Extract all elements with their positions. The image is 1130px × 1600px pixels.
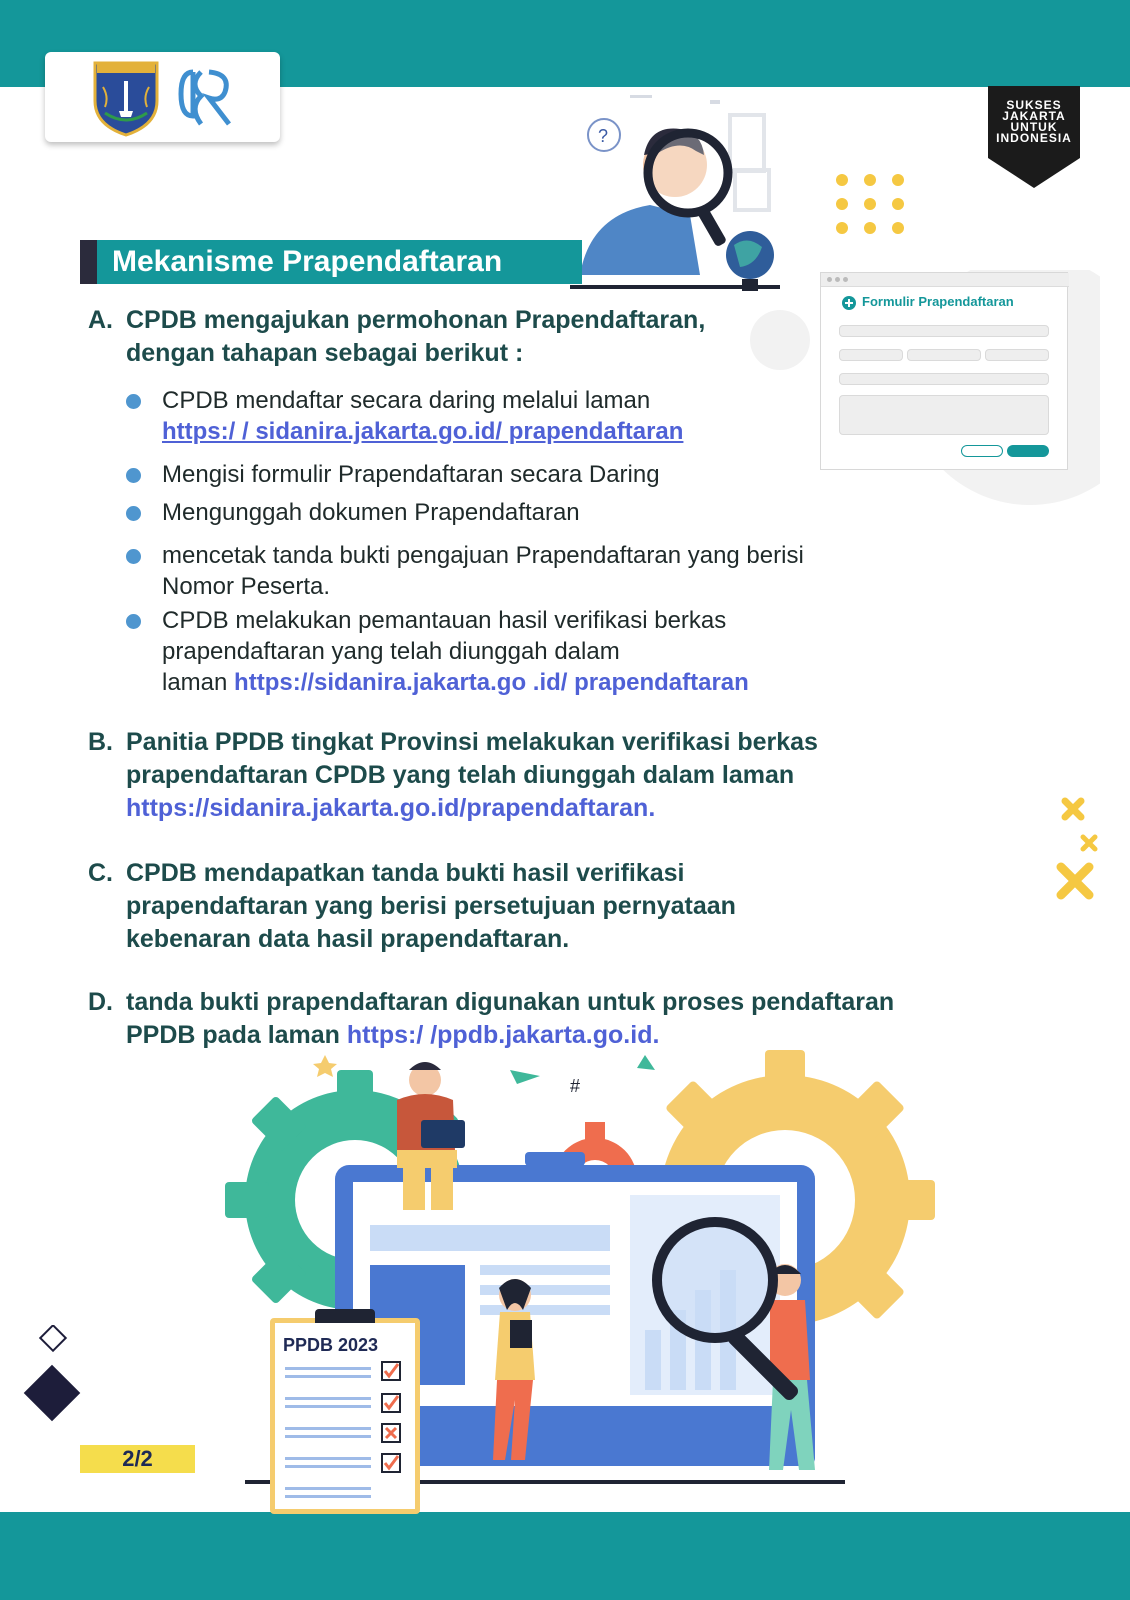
section-c-letter: C. [88, 859, 113, 887]
section-d-line1: tanda bukti prapendaftaran digunakan unt… [126, 988, 895, 1016]
section-b: B. Panitia PPDB tingkat Provinsi melakuk… [88, 726, 988, 826]
checkbox-checked-icon [381, 1453, 401, 1473]
section-b-link[interactable]: https://sidanira.jakarta.go.id/prapendaf… [126, 794, 656, 822]
section-d-letter: D. [88, 988, 113, 1016]
section-c: C. CPDB mendapatkan tanda bukti hasil ve… [88, 857, 988, 957]
checkbox-cross-icon [381, 1423, 401, 1443]
form-mockup-title: Formulir Prapendaftaran [862, 294, 1014, 309]
bullet-5-line3-prefix: laman [162, 669, 235, 696]
bullet-2-text: Mengisi formulir Prapendaftaran secara D… [162, 461, 660, 488]
bullet-icon [126, 549, 141, 564]
sidanira-link[interactable]: https://sidanira.jakarta.go .id/ prapend… [234, 669, 749, 696]
section-b-letter: B. [88, 728, 113, 756]
cross-decoration-icon [1056, 797, 1098, 900]
dinas-pendidikan-logo-icon [178, 69, 231, 126]
svg-text:?: ? [598, 126, 608, 146]
section-c-line2: prapendaftaran yang berisi persetujuan p… [126, 892, 736, 920]
section-a-letter: A. [88, 306, 113, 334]
jakarta-crest-icon [93, 61, 159, 137]
bullet-item: Mengisi formulir Prapendaftaran secara D… [126, 459, 826, 491]
section-c-line3: kebenaran data hasil prapendaftaran. [126, 925, 570, 953]
bullet-1-text: CPDB mendaftar secara daring melalui lam… [162, 387, 651, 414]
ppdb-link[interactable]: https:/ /ppdb.jakarta.go.id. [346, 1021, 660, 1049]
page-number: 2/2 [80, 1445, 195, 1473]
section-c-line1: CPDB mendapatkan tanda bukti hasil verif… [126, 859, 685, 887]
bullet-item: Mengunggah dokumen Prapendaftaran [126, 497, 826, 529]
checkbox-checked-icon [381, 1393, 401, 1413]
bullet-4-line1: mencetak tanda bukti pengajuan Prapendaf… [162, 542, 804, 569]
bullet-3-text: Mengunggah dokumen Prapendaftaran [162, 499, 580, 526]
section-a: A. CPDB mengajukan permohonan Prapendaft… [88, 304, 848, 374]
slogan-badge-icon [988, 86, 1080, 188]
diamond-decoration-icon [23, 1325, 81, 1422]
bullet-item: CPDB mendaftar secara daring melalui lam… [126, 385, 826, 449]
section-a-line1: CPDB mengajukan permohonan Prapendaftara… [126, 306, 706, 334]
section-d: D. tanda bukti prapendaftaran digunakan … [88, 986, 1098, 1056]
bullet-icon [126, 394, 141, 409]
section-b-line1: Panitia PPDB tingkat Provinsi melakukan … [126, 728, 818, 756]
section-d-line2-prefix: PPDB pada laman [126, 1021, 347, 1049]
bullet-icon [126, 468, 141, 483]
bottom-band [0, 1512, 1130, 1600]
plus-circle-icon [842, 296, 856, 310]
form-mockup [820, 272, 1069, 470]
slogan-badge-text: SUKSES JAKARTA UNTUK INDONESIA [996, 98, 1072, 145]
ppdb-team-illustration: # [225, 1050, 935, 1484]
researcher-illustration: ? [570, 95, 780, 291]
prapendaftaran-link[interactable]: https:/ / sidanira.jakarta.go.id/ prapen… [162, 418, 684, 445]
yellow-dots-decoration [836, 174, 904, 234]
bullet-icon [126, 506, 141, 521]
clipboard-title: PPDB 2023 [283, 1335, 379, 1355]
bullet-5-line1: CPDB melakukan pemantauan hasil verifika… [162, 607, 727, 634]
section-a-line2: dengan tahapan sebagai berikut : [126, 339, 524, 367]
bullet-5-line2: prapendaftaran yang telah diunggah dalam [162, 638, 620, 665]
bullet-item: CPDB melakukan pemantauan hasil verifika… [126, 605, 926, 701]
title-bar [80, 240, 582, 284]
clipboard: PPDB 2023 [270, 1309, 420, 1514]
bullet-icon [126, 614, 141, 629]
checkbox-checked-icon [381, 1361, 401, 1381]
bullet-item: mencetak tanda bukti pengajuan Prapendaf… [126, 540, 926, 604]
page-title: Mekanisme Prapendaftaran [112, 245, 503, 278]
bullet-4-line2: Nomor Peserta. [162, 573, 331, 600]
logo-card [45, 52, 280, 142]
svg-text:#: # [570, 1076, 580, 1096]
section-b-line2: prapendaftaran CPDB yang telah diunggah … [126, 761, 795, 789]
